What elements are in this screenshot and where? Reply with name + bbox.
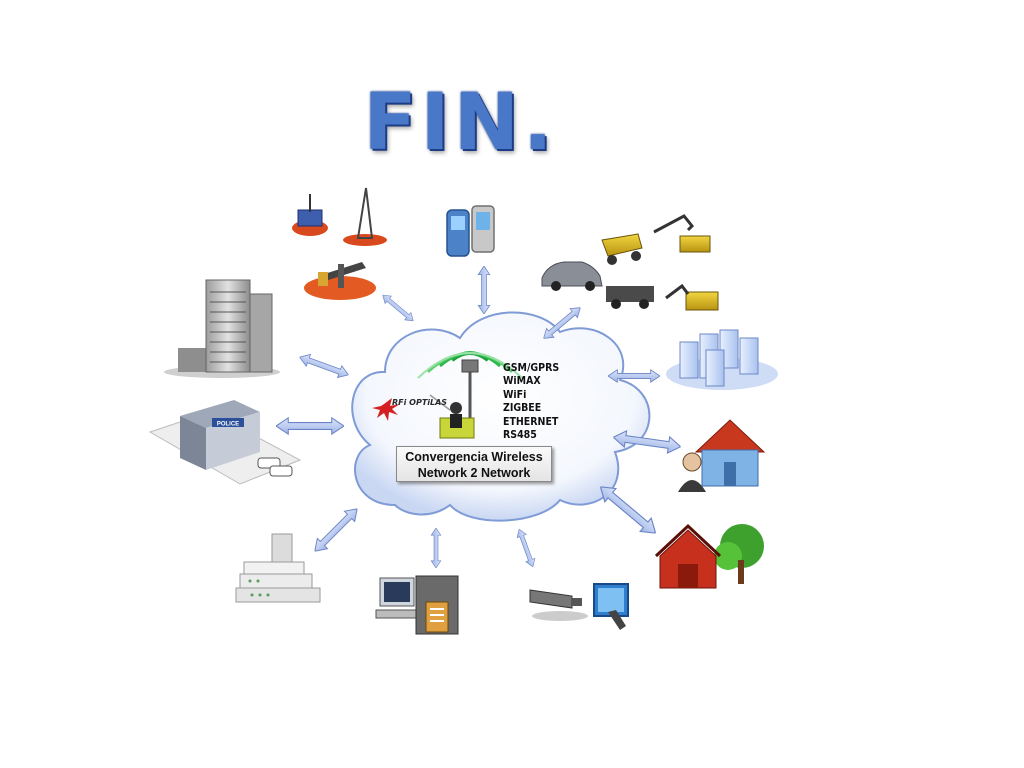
arrow-camera [513, 526, 539, 570]
caption-line-1: Convergencia Wireless [405, 450, 543, 464]
technician-icon [439, 402, 475, 439]
mobile-phones-icon [446, 205, 495, 257]
arrow-equipment [309, 503, 363, 557]
technology-list: GSM/GPRS WiMAX WiFi ZIGBEE ETHERNET RS48… [503, 362, 559, 456]
police-sign: POLICE [217, 422, 239, 428]
network-caption: Convergencia Wireless Network 2 Network [396, 446, 552, 482]
arrow-servers [608, 369, 660, 383]
arrow-phones [477, 266, 491, 314]
security-camera-monitor-icon [529, 583, 629, 630]
vehicles-machinery-icon [541, 214, 719, 311]
arrow-office [296, 350, 352, 382]
tech-item: WiMAX [503, 375, 541, 388]
computer-document-icon [375, 575, 459, 635]
tech-item: ZIGBEE [503, 402, 542, 415]
servers-icon [666, 329, 778, 390]
brand-label: RFi OPTiLAS [392, 398, 448, 407]
arrow-farm [594, 479, 662, 541]
tech-item: WiFi [503, 388, 527, 401]
home-user-icon [678, 419, 766, 492]
brand-logo-icon [372, 398, 400, 421]
office-building-icon [164, 279, 280, 378]
arrow-police [276, 417, 344, 435]
police-station-icon: POLICE [148, 400, 302, 485]
tech-item: ETHERNET [503, 415, 559, 428]
farm-barn-icon [654, 523, 764, 589]
arrow-oil [378, 290, 418, 326]
tech-item: GSM/GPRS [503, 362, 560, 374]
page-title: FIN. [363, 78, 557, 168]
industrial-equipment-icon [235, 533, 321, 603]
oil-gas-icon [292, 187, 387, 300]
arrow-computer [430, 528, 442, 568]
caption-line-2: Network 2 Network [417, 466, 531, 480]
antenna-tower-icon [417, 351, 523, 420]
tech-item: RS485 [503, 429, 537, 442]
